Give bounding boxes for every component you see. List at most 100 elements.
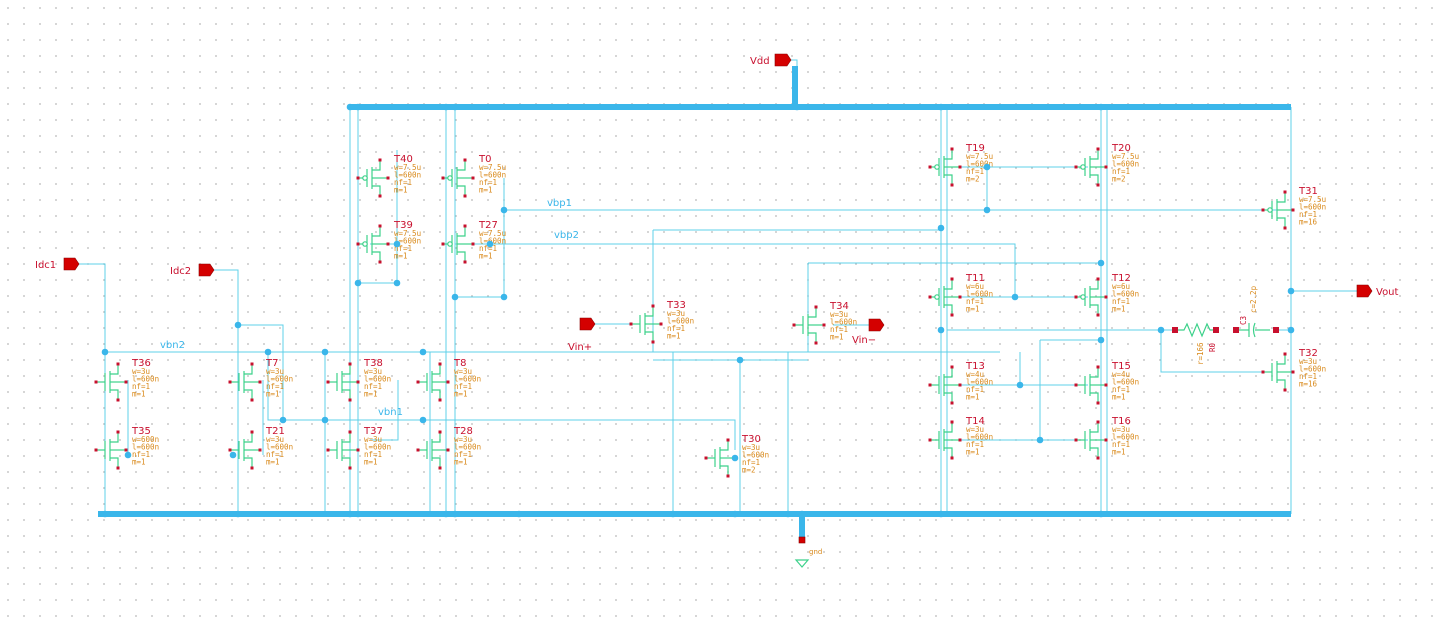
junction-dot xyxy=(393,240,401,248)
transistor-name: T8 xyxy=(453,358,466,369)
transistor-name: T19 xyxy=(965,143,985,154)
labels: vbn2 vbn1 vbp1 vbp2 xyxy=(160,198,579,418)
port-vin-plus[interactable]: Vin+ xyxy=(568,317,596,353)
passives: r=166 R0 c=2.2p C3 xyxy=(1172,285,1279,365)
net-label-vbn2: vbn2 xyxy=(160,340,185,351)
ground-symbol[interactable]: gnd xyxy=(794,536,822,568)
transistor-param: l=600n xyxy=(454,443,481,452)
transistor-param: nf=1 xyxy=(742,458,760,467)
transistor-param: nf=1 xyxy=(1112,297,1130,306)
transistor-param: m=1 xyxy=(966,393,980,402)
transistor-param: nf=1 xyxy=(132,450,150,459)
transistor-name: T13 xyxy=(965,361,985,372)
port-vin-minus[interactable]: Vin− xyxy=(852,318,885,346)
transistor-param: m=1 xyxy=(1112,305,1126,314)
junction-dot xyxy=(731,454,739,462)
transistor-param: m=1 xyxy=(966,305,980,314)
transistor-param: l=600n xyxy=(1112,433,1139,442)
transistor-param: w=6u xyxy=(966,282,984,291)
capacitor-name: C3 xyxy=(1239,316,1248,325)
junction-dot xyxy=(279,416,287,424)
transistor-name: T21 xyxy=(265,426,285,437)
junction-dot xyxy=(937,326,945,334)
transistor-param: w=3u xyxy=(132,367,150,376)
transistor-param: l=600n xyxy=(132,443,159,452)
junction-dot xyxy=(346,510,354,518)
transistor-param: w=7.5u xyxy=(394,163,421,172)
transistor-param: l=600n xyxy=(394,171,421,180)
junction-dot xyxy=(124,451,132,459)
junction-dot xyxy=(983,163,991,171)
transistor-param: nf=1 xyxy=(966,297,984,306)
transistor-param: w=7.5u xyxy=(479,229,506,238)
junction-dot xyxy=(669,510,677,518)
junction-dot xyxy=(1287,287,1295,295)
transistor-param: m=1 xyxy=(479,252,493,261)
transistor-param: m=1 xyxy=(394,252,408,261)
transistor-param: l=600n xyxy=(966,160,993,169)
port-idc1[interactable]: Idc1 xyxy=(35,257,80,271)
transistor-param: w=7.5u xyxy=(479,163,506,172)
junction-dot xyxy=(1097,336,1105,344)
transistor-param: l=600n xyxy=(132,375,159,384)
junction-dot xyxy=(393,279,401,287)
capacitor-c3[interactable]: c=2.2p C3 xyxy=(1233,285,1279,338)
transistor-param: m=1 xyxy=(132,458,146,467)
transistor-param: nf=1 xyxy=(394,178,412,187)
junction-dot xyxy=(101,510,109,518)
transistor-param: l=600n xyxy=(454,375,481,384)
transistor-param: w=4u xyxy=(1112,370,1130,379)
net-label-vbn1: vbn1 xyxy=(378,407,403,418)
transistor-param: l=600n xyxy=(479,237,506,246)
resistor-name: R0 xyxy=(1208,342,1217,352)
transistor-param: w=3u xyxy=(830,310,848,319)
wire-2 xyxy=(79,263,106,514)
junction-dot xyxy=(1097,103,1105,111)
transistor-param: l=600n xyxy=(1299,365,1326,374)
junction-dot xyxy=(515,510,523,518)
transistor-name: T38 xyxy=(363,358,383,369)
wire-5 xyxy=(267,352,736,450)
transistor-param: nf=1 xyxy=(364,450,382,459)
transistor-param: m=1 xyxy=(830,333,844,342)
transistor-name: T39 xyxy=(393,220,413,231)
capacitor-value: c=2.2p xyxy=(1249,285,1258,313)
port-vdd[interactable]: Vdd xyxy=(750,53,792,67)
transistor-name: T40 xyxy=(393,154,413,165)
resistor-r0[interactable]: r=166 R0 xyxy=(1172,322,1219,365)
port-label-gnd: gnd xyxy=(809,548,822,556)
transistor-name: T27 xyxy=(478,220,498,231)
port-vout[interactable]: Vout xyxy=(1356,284,1399,298)
transistor-param: nf=1 xyxy=(1112,167,1130,176)
transistor-param: w=7.5u xyxy=(394,229,421,238)
junction-dot xyxy=(784,510,792,518)
junction-dots xyxy=(101,103,1295,518)
port-idc2[interactable]: Idc2 xyxy=(170,263,215,277)
transistor-param: m=2 xyxy=(966,175,980,184)
